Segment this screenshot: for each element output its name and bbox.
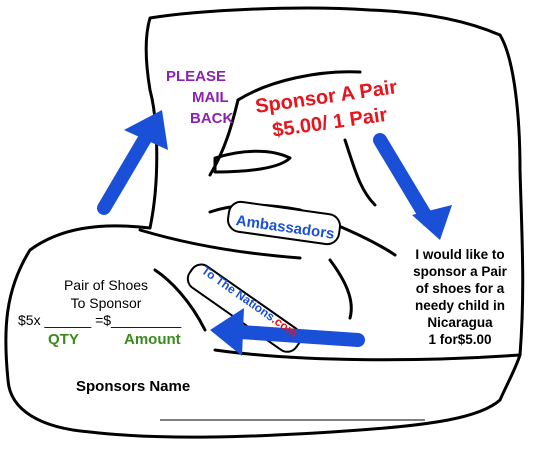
please-mail-back-text: PLEASE MAIL BACK [166, 66, 246, 129]
arrow-up-left-head [124, 110, 168, 150]
form-title-line2: To Sponsor [70, 295, 142, 311]
mail-line: MAIL [192, 89, 229, 106]
form-title-line1: Pair of Shoes [63, 277, 149, 293]
toe-seam [138, 228, 302, 260]
sponsor-wish-text: I would like to sponsor a Pair of shoes … [390, 246, 530, 348]
back-line: BACK [190, 110, 234, 127]
wish-line: I would like to [415, 247, 505, 262]
quantity-amount-field[interactable]: $5x ______ =$_________ [18, 312, 182, 328]
heel-curve [153, 268, 207, 332]
sole-line [213, 348, 522, 362]
arrow-left-head [210, 308, 244, 356]
lace-top [213, 149, 292, 174]
logo-badge-top [227, 200, 341, 246]
arrow-left [233, 325, 365, 347]
please-line: PLEASE [166, 68, 227, 85]
arrow-down-right-head [412, 205, 452, 240]
wish-line: needy child in [414, 298, 506, 313]
arrow-up-left [97, 123, 157, 215]
wish-line: Nicaragua [427, 315, 493, 330]
wish-line: 1 for$5.00 [428, 332, 492, 347]
qty-label: QTY [48, 331, 79, 348]
arrow-down-right [373, 133, 435, 227]
form-title: Pair of Shoes To Sponsor [36, 276, 176, 312]
tongue-outline [236, 70, 362, 102]
shoe-outline [4, 6, 525, 439]
wish-line: of shoes for a [415, 281, 505, 296]
amount-label: Amount [124, 331, 181, 348]
sponsors-name-label: Sponsors Name [76, 378, 191, 395]
wish-line: sponsor a Pair [413, 264, 507, 279]
